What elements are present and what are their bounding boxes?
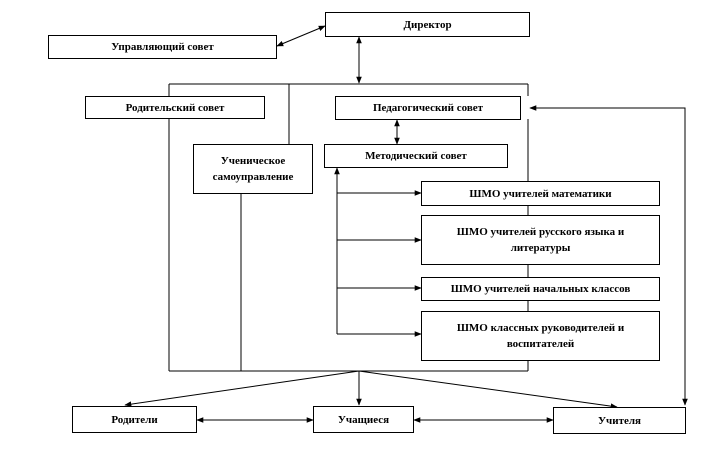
node-students: Учащиеся	[313, 406, 414, 433]
node-director: Директор	[325, 12, 530, 37]
arrow-teachers-pedagogical	[529, 105, 688, 406]
node-teachers: Учителя	[553, 407, 686, 434]
node-shmo-class: ШМО классных руководителей и воспитателе…	[421, 311, 660, 361]
arrow-director-governing-council	[276, 25, 326, 47]
node-parent-council: Родительский совет	[85, 96, 265, 119]
node-student-selfgov: Ученическое самоуправление	[193, 144, 313, 194]
node-shmo-primary: ШМО учителей начальных классов	[421, 277, 660, 301]
node-shmo-russian: ШМО учителей русского языка и литературы	[421, 215, 660, 265]
node-parents: Родители	[72, 406, 197, 433]
arrow-to-teachers	[358, 370, 618, 409]
node-pedagogical-council: Педагогический совет	[335, 96, 521, 120]
node-governing-council: Управляющий совет	[48, 35, 277, 59]
node-methodical-council: Методический совет	[324, 144, 508, 168]
arrow-to-parents	[124, 370, 360, 407]
node-shmo-math: ШМО учителей математики	[421, 181, 660, 206]
